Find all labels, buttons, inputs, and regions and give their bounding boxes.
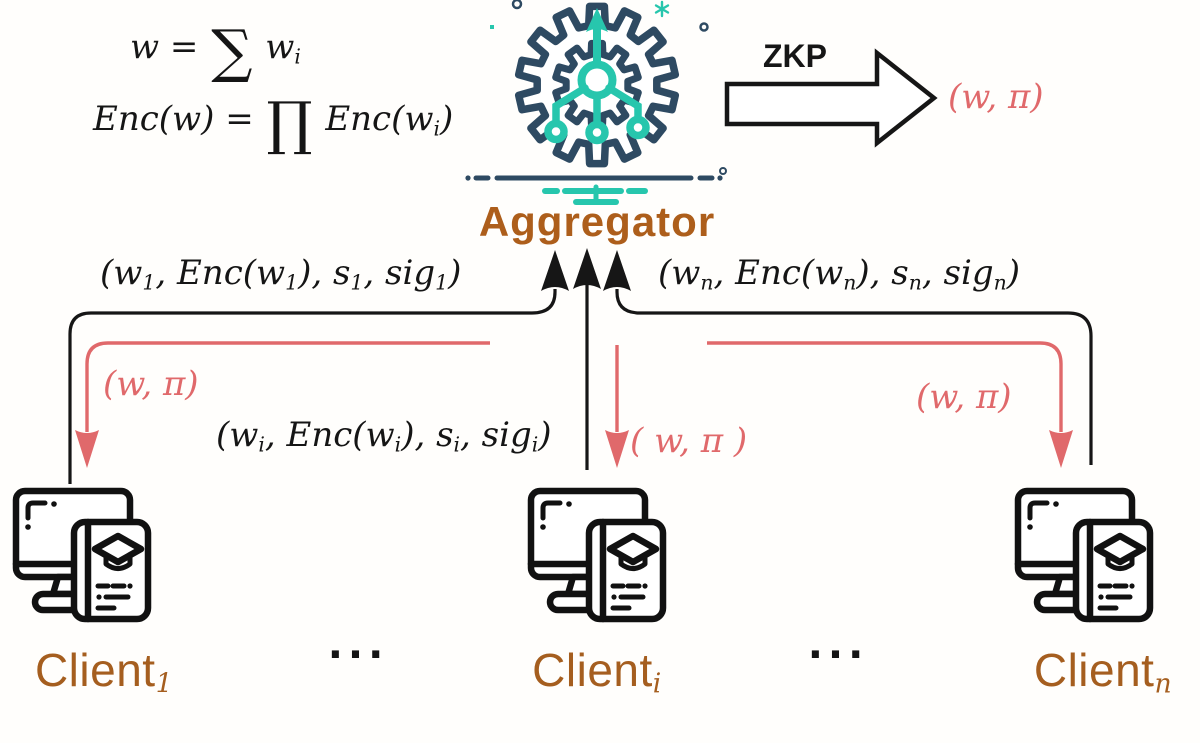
formula-encryption-product: Enc(w) = ∏ Enc(wi) [93,88,454,157]
aggregator-gear-icon [514,2,680,168]
asterisk-icon [654,0,670,18]
upload-arrow-client1 [68,289,557,484]
client-i-computer-icon [531,491,663,619]
client-i-label: Clienti [532,644,662,700]
ellipsis-right: ··· [807,632,869,678]
zkp-label: ZKP [763,38,827,74]
client-n-label: Clientn [1033,644,1173,700]
network-branch-icon [544,8,650,145]
download-label-clienti: ( w, π ) [630,421,748,461]
zkp-block-arrow-icon [724,48,938,148]
upload-label-client1: (w1, Enc(w1), s1, sig1) [100,253,462,295]
upload-arrow-clientn [615,289,1093,465]
upload-label-clientn: (wn, Enc(wn), sn, sign) [658,253,1020,295]
upload-label-clienti: (wi, Enc(wi), si, sigi) [216,415,552,457]
download-arrow-clientn [707,341,1063,432]
formula-weight-sum: w = ∑ wi [130,16,301,85]
download-label-client1: (w, π) [103,364,199,404]
aggregator-base-line [465,175,723,205]
zkp-output-label: (w, π) [948,77,1044,117]
sparkle-decorations [490,0,727,175]
download-label-clientn: (w, π) [916,377,1012,417]
aggregator-title: Aggregator [478,198,716,245]
client-1-computer-icon [16,491,148,619]
client-n-computer-icon [1018,491,1150,619]
ellipsis-left: ··· [327,632,389,678]
download-arrows [75,341,1073,468]
upload-arrows [68,248,1093,484]
client-1-label: Client1 [34,644,174,700]
download-arrow-client1 [85,341,490,432]
